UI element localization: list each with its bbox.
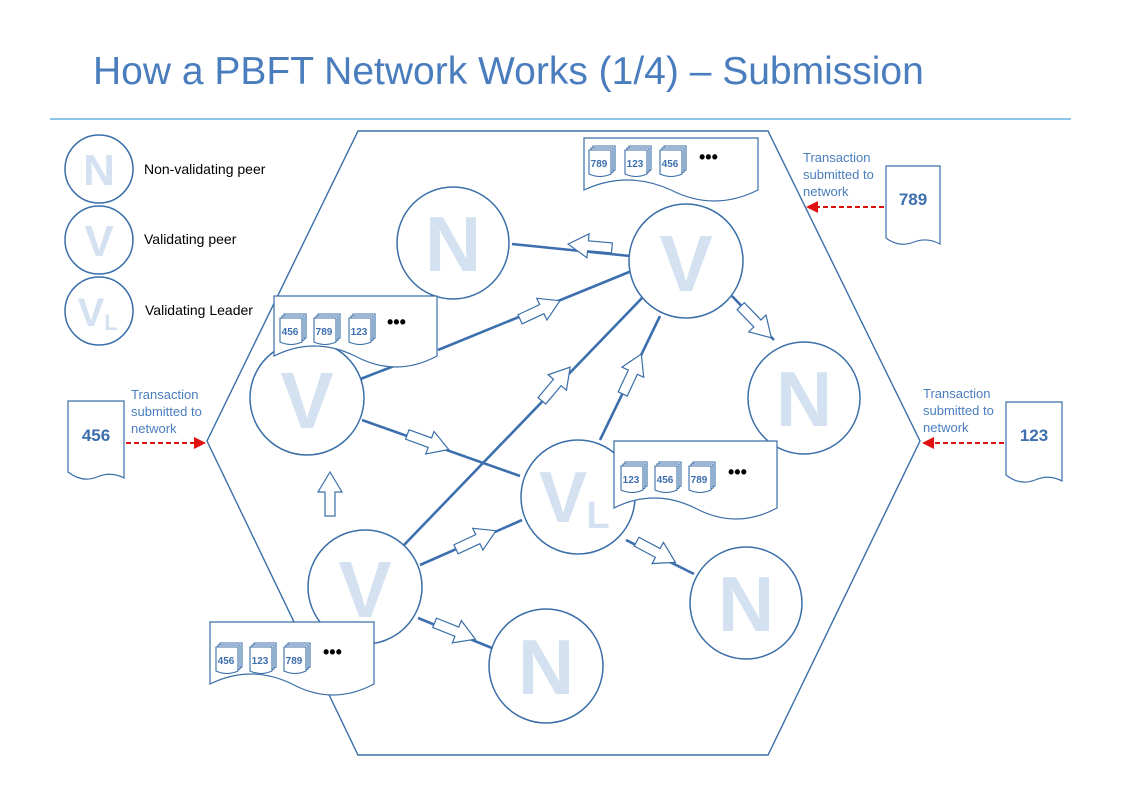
tx-document-456 [67,400,125,480]
arrow-vl-to-vtop [617,353,645,397]
slide-title: How a PBFT Network Works (1/4) – Submiss… [93,50,924,93]
network-boundary-hexagon [206,130,921,756]
non-validating-peer-right: N [747,341,861,455]
svg-text:123: 123 [627,159,644,170]
submission-top-right: Transaction submitted to network 789 [803,150,941,246]
svg-text:•••: ••• [387,312,406,332]
message-arrows [316,232,773,644]
arrow-vtop-to-nright [736,301,773,339]
svg-text:V: V [659,219,712,308]
svg-text:V: V [280,356,333,445]
svg-text:456: 456 [82,426,110,445]
svg-text:submitted to: submitted to [803,167,874,182]
arrow-vleft-to-vtop [517,297,561,325]
svg-text:456: 456 [218,656,235,667]
validating-peer-top: V [628,203,744,319]
svg-text:V: V [78,291,105,335]
arrow-vleft-vl [404,429,450,455]
svg-text:Transaction: Transaction [923,386,990,401]
arrow-vbottom-to-vtop [537,366,571,405]
non-validating-peer-top: N [396,186,510,300]
svg-text:V: V [338,545,391,634]
svg-text:•••: ••• [728,462,747,482]
svg-text:•••: ••• [323,642,342,662]
svg-text:L: L [586,495,609,537]
svg-text:V: V [539,458,587,538]
svg-text:submitted to: submitted to [131,404,202,419]
svg-text:N: N [776,355,832,443]
arrow-vl-to-nbr [633,536,677,565]
arrow-vbottom-to-vleft [316,470,344,517]
svg-text:submitted to: submitted to [923,403,994,418]
link-vbottom-vtop [403,297,643,546]
svg-text:network: network [923,420,969,435]
svg-text:N: N [425,200,481,288]
arrow-vtop-to-ntop [566,232,614,259]
svg-text:123: 123 [351,327,368,338]
tx-queue-bottom: 456 123 789 ••• [209,621,375,696]
svg-text:L: L [104,310,117,335]
link-ntop-vtop [511,242,631,258]
svg-text:network: network [803,184,849,199]
legend: N Non-validating peer V Validating peer … [64,134,266,346]
legend-validating-leader: V L Validating Leader [64,276,253,346]
svg-text:789: 789 [286,656,303,667]
svg-text:•••: ••• [699,147,718,167]
svg-text:123: 123 [1020,426,1048,445]
svg-text:123: 123 [252,656,269,667]
svg-text:789: 789 [591,159,608,170]
tx-document-123 [1005,401,1063,483]
svg-text:N: N [718,560,774,648]
svg-text:network: network [131,421,177,436]
svg-text:456: 456 [662,159,679,170]
svg-text:N: N [518,623,574,711]
svg-text:789: 789 [899,190,927,209]
tx-queue-top: 789 123 456 ••• [583,137,759,202]
svg-text:123: 123 [623,475,640,486]
validating-peer-bottom: V [307,529,423,645]
svg-text:Validating Leader: Validating Leader [145,302,253,318]
svg-text:456: 456 [282,327,299,338]
svg-text:V: V [84,217,114,266]
tx-document-789 [885,165,941,246]
svg-text:456: 456 [657,475,674,486]
svg-text:789: 789 [316,327,333,338]
validating-leader-center: V L [520,439,636,555]
arrow-vbottom-to-vl [453,527,497,555]
svg-text:N: N [83,146,115,195]
validating-peer-left: V [249,340,365,456]
legend-non-validating: N Non-validating peer [64,134,266,204]
legend-validating: V Validating peer [64,205,237,275]
arrow-vbottom-to-nbottom [431,617,477,644]
non-validating-peer-bottom-right: N [689,546,803,660]
svg-text:Transaction: Transaction [803,150,870,165]
svg-text:Transaction: Transaction [131,387,198,402]
submission-right: Transaction submitted to network 123 [922,386,1063,483]
tx-queue-center: 123 456 789 ••• [613,440,778,520]
svg-text:789: 789 [691,475,708,486]
svg-text:Non-validating peer: Non-validating peer [144,161,266,177]
svg-text:Validating peer: Validating peer [144,231,237,247]
tx-queue-left: 456 789 123 ••• [273,295,438,368]
non-validating-peer-bottom: N [488,608,604,724]
submission-left: Transaction submitted to network 456 [67,387,206,480]
